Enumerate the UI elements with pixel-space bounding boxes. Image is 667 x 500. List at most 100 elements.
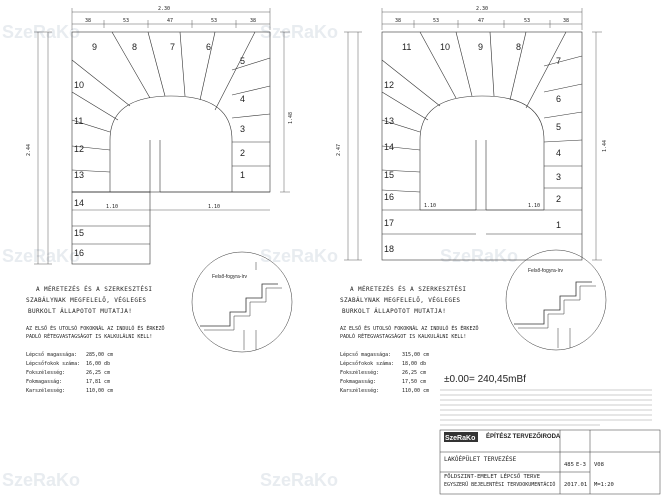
tread-note: PADLÓ RÉTEGVASTAGSÁGOT IS KALKULÁLNI KEL… [26, 332, 152, 340]
warning-line: A MÉRETEZÉS ÉS A SZERKESZTÉSI [350, 285, 466, 293]
project-name: LAKÓÉPÜLET TERVEZÉSE [444, 455, 517, 463]
table-label: Fokszélesség: [340, 369, 379, 376]
step-number: 2 [240, 148, 245, 158]
table-value: 17,81 cm [86, 379, 110, 385]
segment-label: 53 [524, 18, 530, 24]
watermarks: SzeRaKo SzeRaKo SzeRaKo SzeRaKo SzeRaKo … [2, 22, 518, 490]
step-number: 13 [384, 116, 394, 126]
watermark: SzeRaKo [440, 246, 518, 266]
segment-label: 53 [433, 18, 439, 24]
overall-width-label: 2.30 [158, 6, 170, 12]
left-notes: A MÉRETEZÉS ÉS A SZERKESZTÉSI SZABÁLYNAK… [26, 285, 164, 340]
brand-name: SzeRaKo [445, 435, 475, 442]
step-number: 7 [556, 56, 561, 66]
table-value: 17,50 cm [402, 379, 426, 385]
warning-line: SZABÁLYNAK MEGFELELŐ, VÉGLEGES [26, 296, 146, 304]
step-number: 16 [74, 248, 84, 258]
scale-value: M=1:20 [594, 482, 614, 488]
step-number: 3 [240, 124, 245, 134]
table-label: Fokmagasság: [340, 378, 376, 385]
step-number: 9 [92, 42, 97, 52]
step-number: 12 [384, 80, 394, 90]
step-number: 5 [556, 122, 561, 132]
step-number: 1 [556, 220, 561, 230]
drawing-title: FÖLDSZINT-EMELET LÉPCSŐ TERVE [444, 472, 540, 480]
segment-label: 38 [85, 18, 91, 24]
table-label: Lépcsőfokok száma: [26, 360, 80, 367]
step-number: 11 [74, 116, 83, 126]
tread-note: AZ ELSŐ ÉS UTOLSÓ FOKOKNÁL AZ INDULÓ ÉS … [340, 324, 478, 332]
segment-label: 53 [123, 18, 129, 24]
step-number: 10 [74, 80, 84, 90]
right-tread-detail [505, 249, 607, 351]
table-value: 16,00 db [86, 361, 110, 367]
step-number: 16 [384, 192, 394, 202]
office-name: ÉPÍTÉSZ TERVEZŐIRODA [486, 432, 561, 440]
step-number: 5 [240, 56, 245, 66]
step-number: 2 [556, 194, 561, 204]
step-number: 12 [74, 144, 84, 154]
watermark: SzeRaKo [2, 246, 80, 266]
table-value: 285,00 cm [86, 352, 113, 358]
table-label: Lépcső magassága: [26, 351, 77, 358]
step-number: 7 [170, 42, 175, 52]
title-block [439, 429, 661, 495]
step-number: 4 [556, 148, 561, 158]
warning-line: BURKOLT ÁLLAPOTOT MUTATJA! [28, 308, 132, 315]
step-number: 11 [402, 42, 411, 52]
step-number: 10 [440, 42, 450, 52]
table-label: Fokmagasság: [26, 378, 62, 385]
vertical-dim-label: 2.44 [26, 144, 32, 156]
step-number: 1 [240, 170, 245, 180]
table-label: Lépcső magassága: [340, 351, 391, 358]
table-label: Karszélesség: [340, 387, 379, 394]
table-label: Lépcsőfokok száma: [340, 360, 394, 367]
warning-line: BURKOLT ÁLLAPOTOT MUTATJA! [342, 308, 446, 315]
tread-note: PADLÓ RÉTEGVASTAGSÁGOT IS KALKULÁLNI KEL… [340, 332, 466, 340]
code-value: E-3 [576, 462, 586, 468]
step-number: 17 [384, 218, 394, 228]
step-number: 14 [384, 142, 394, 152]
left-plan-labels: 2.30 38 53 47 53 38 2.44 1.48 1.10 1.10 … [26, 6, 294, 258]
bottom-dim-label: 1.10 [528, 203, 540, 209]
step-number: 13 [74, 170, 84, 180]
table-label: Karszélesség: [26, 387, 65, 394]
step-number: 15 [384, 170, 394, 180]
table-value: 26,25 cm [86, 370, 110, 376]
detail-label: Felső-fogyra-írv [528, 268, 564, 274]
drawing-subtitle: EGYSZERŰ BEJELENTÉSI TERVDOKUMENTÁCIÓ [444, 480, 555, 488]
tread-note: AZ ELSŐ ÉS UTOLSÓ FOKOKNÁL AZ INDULÓ ÉS … [26, 324, 164, 332]
left-tread-detail [191, 251, 293, 353]
right-notes: A MÉRETEZÉS ÉS A SZERKESZTÉSI SZABÁLYNAK… [340, 285, 478, 340]
segment-label: 47 [167, 18, 173, 24]
spec-text-lines [440, 389, 652, 426]
warning-line: SZABÁLYNAK MEGFELELŐ, VÉGLEGES [340, 296, 460, 304]
step-number: 4 [240, 94, 245, 104]
watermark: SzeRaKo [260, 22, 338, 42]
step-number: 18 [384, 244, 394, 254]
segment-label: 38 [563, 18, 569, 24]
date-value: 2017.01 [564, 482, 587, 488]
overall-width-label: 2.30 [476, 6, 488, 12]
left-stair-table: Lépcső magassága: 285,00 cm Lépcsőfokok … [26, 351, 113, 394]
step-number: 6 [206, 42, 211, 52]
bottom-dim-label: 1.10 [208, 204, 220, 210]
brand-logo [444, 432, 478, 442]
vertical-dim-label: 2.47 [336, 144, 342, 156]
step-number: 9 [478, 42, 483, 52]
detail-label: Felső-fogyra-írv [212, 274, 248, 280]
segment-label: 53 [211, 18, 217, 24]
code-value: V08 [594, 462, 604, 468]
segment-label: 38 [250, 18, 256, 24]
right-stair-plan [344, 8, 602, 261]
warning-line: A MÉRETEZÉS ÉS A SZERKESZTÉSI [36, 285, 152, 293]
step-number: 3 [556, 172, 561, 182]
watermark: SzeRaKo [2, 470, 80, 490]
table-value: 110,00 cm [86, 388, 113, 394]
table-value: 315,00 cm [402, 352, 429, 358]
bottom-dim-label: 1.10 [106, 204, 118, 210]
elevation-label: ±0.00= 240,45mBf [444, 374, 526, 385]
step-number: 6 [556, 94, 561, 104]
right-stair-table: Lépcső magassága: 315,00 cm Lépcsőfokok … [340, 351, 429, 394]
